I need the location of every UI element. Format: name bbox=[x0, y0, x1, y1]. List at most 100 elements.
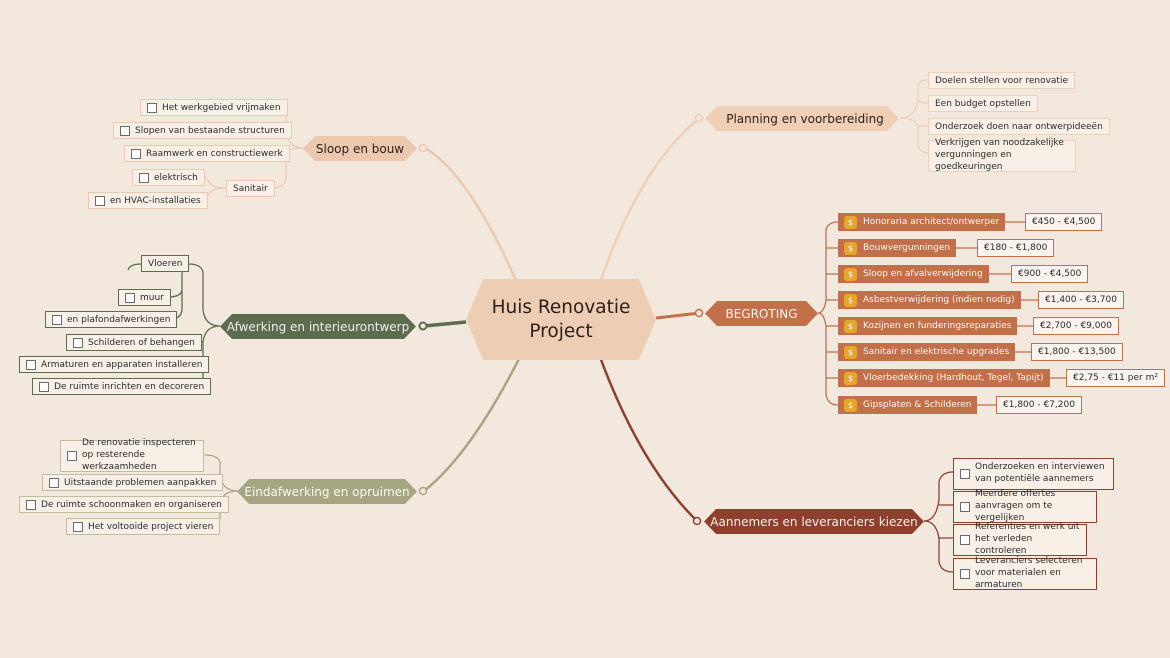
item-label: en plafondafwerkingen bbox=[67, 314, 171, 325]
budget-item[interactable]: $ Sloop en afvalverwijdering bbox=[838, 265, 989, 283]
budget-item[interactable]: $ Kozijnen en funderingsreparaties bbox=[838, 317, 1018, 335]
item-label: Vloeren bbox=[148, 258, 183, 269]
checkbox-icon[interactable] bbox=[120, 125, 130, 136]
budget-item[interactable]: $Sanitair en elektrische upgrades bbox=[838, 343, 1016, 361]
vloeren-node[interactable]: Vloeren bbox=[141, 255, 190, 272]
checkbox-icon[interactable] bbox=[49, 477, 59, 488]
budget-value[interactable]: €2,700 - €9,000 bbox=[1033, 317, 1119, 335]
sanitair-task[interactable]: elektrisch bbox=[132, 169, 205, 186]
branch-aannemers[interactable]: Aannemers en leveranciers kiezen bbox=[704, 509, 924, 534]
checkbox-icon[interactable] bbox=[960, 569, 970, 579]
branch-title: Eindafwerking en opruimen bbox=[244, 484, 410, 499]
afwerking-task[interactable]: muur bbox=[118, 289, 171, 306]
budget-value[interactable]: €1,800 - €7,200 bbox=[996, 396, 1082, 414]
item-label: Referenties en werk uit het verleden con… bbox=[975, 522, 1080, 556]
checkbox-icon[interactable] bbox=[960, 535, 970, 545]
item-label: Onderzoeken en interviewen van potentiël… bbox=[975, 462, 1105, 484]
item-label: Honoraria architect/ontwerper bbox=[863, 217, 1000, 227]
checkbox-icon[interactable] bbox=[73, 521, 83, 532]
item-label: Armaturen en apparaten installeren bbox=[41, 359, 203, 370]
checkbox-icon[interactable] bbox=[125, 292, 135, 303]
item-label: Schilderen of behangen bbox=[88, 337, 195, 348]
eind-task[interactable]: Het voltooide project vieren bbox=[66, 518, 221, 535]
checkbox-icon[interactable] bbox=[73, 337, 83, 348]
branch-afwerking[interactable]: Afwerking en interieurontwerp bbox=[220, 314, 416, 339]
eind-task[interactable]: De ruimte schoonmaken en organiseren bbox=[19, 496, 229, 513]
money-bag-icon: $ bbox=[844, 371, 857, 385]
budget-value[interactable]: €1,400 - €3,700 bbox=[1038, 291, 1124, 309]
sloop-task[interactable]: Slopen van bestaande structuren bbox=[113, 122, 292, 139]
eind-task[interactable]: Uitstaande problemen aanpakken bbox=[42, 474, 224, 491]
afwerking-task[interactable]: De ruimte inrichten en decoreren bbox=[32, 378, 212, 395]
item-label: Kozijnen en funderingsreparaties bbox=[863, 321, 1012, 331]
item-label: Een budget opstellen bbox=[935, 98, 1031, 109]
budget-value[interactable]: €900 - €4,500 bbox=[1011, 265, 1089, 283]
value-label: €450 - €4,500 bbox=[1032, 217, 1096, 227]
value-label: €1,800 - €7,200 bbox=[1003, 400, 1075, 410]
item-label: muur bbox=[140, 292, 164, 303]
item-label: Gipsplaten & Schilderen bbox=[863, 400, 972, 410]
branch-title: Afwerking en interieurontwerp bbox=[226, 319, 410, 334]
afwerking-task[interactable]: en plafondafwerkingen bbox=[45, 311, 178, 328]
branch-title: Aannemers en leveranciers kiezen bbox=[710, 514, 918, 529]
budget-value[interactable]: €2,75 - €11 per m² bbox=[1066, 369, 1165, 387]
aannemers-task[interactable]: Referenties en werk uit het verleden con… bbox=[953, 522, 1087, 556]
item-label: Raamwerk en constructiewerk bbox=[146, 148, 283, 159]
checkbox-icon[interactable] bbox=[960, 469, 970, 479]
value-label: €2,75 - €11 per m² bbox=[1073, 373, 1158, 383]
checkbox-icon[interactable] bbox=[147, 102, 157, 113]
planning-item[interactable]: Verkrijgen van noodzakelijke vergunninge… bbox=[928, 138, 1076, 172]
checkbox-icon[interactable] bbox=[26, 359, 36, 370]
branch-begroting[interactable]: BEGROTING bbox=[705, 301, 818, 326]
money-bag-icon: $ bbox=[844, 293, 857, 307]
branch-eindafwerking[interactable]: Eindafwerking en opruimen bbox=[237, 479, 417, 504]
item-label: Sanitair bbox=[233, 183, 268, 194]
item-label: Doelen stellen voor renovatie bbox=[935, 75, 1068, 86]
planning-item[interactable]: Een budget opstellen bbox=[928, 95, 1038, 112]
sanitair-task[interactable]: en HVAC-installaties bbox=[88, 192, 208, 209]
money-bag-icon: $ bbox=[844, 215, 857, 229]
checkbox-icon[interactable] bbox=[26, 499, 36, 510]
money-bag-icon: $ bbox=[844, 267, 857, 281]
eind-task[interactable]: De renovatie inspecteren op resterende w… bbox=[60, 438, 204, 472]
item-label: De renovatie inspecteren op resterende w… bbox=[82, 438, 196, 472]
sloop-task[interactable]: Raamwerk en constructiewerk bbox=[124, 145, 290, 162]
checkbox-icon[interactable] bbox=[52, 314, 62, 325]
checkbox-icon[interactable] bbox=[131, 148, 141, 159]
budget-item[interactable]: $Vloerbedekking (Hardhout, Tegel, Tapijt… bbox=[838, 369, 1050, 387]
budget-value[interactable]: €450 - €4,500 bbox=[1025, 213, 1103, 231]
planning-item[interactable]: Onderzoek doen naar ontwerpideeën bbox=[928, 118, 1110, 135]
value-label: €1,400 - €3,700 bbox=[1045, 295, 1117, 305]
branch-planning[interactable]: Planning en voorbereiding bbox=[705, 106, 899, 131]
budget-item[interactable]: $ Honoraria architect/ontwerper bbox=[838, 213, 1006, 231]
value-label: €900 - €4,500 bbox=[1018, 269, 1082, 279]
money-bag-icon: $ bbox=[844, 398, 857, 412]
aannemers-task[interactable]: Meerdere offertes aanvragen om te vergel… bbox=[953, 489, 1097, 523]
item-label: Het werkgebied vrijmaken bbox=[162, 102, 281, 113]
checkbox-icon[interactable] bbox=[95, 195, 105, 206]
sloop-task[interactable]: Het werkgebied vrijmaken bbox=[140, 99, 288, 116]
budget-value[interactable]: €180 - €1,800 bbox=[977, 239, 1055, 257]
sanitair-node[interactable]: Sanitair bbox=[226, 180, 275, 197]
budget-value[interactable]: €1,800 - €13,500 bbox=[1031, 343, 1123, 361]
item-label: en HVAC-installaties bbox=[110, 195, 201, 206]
branch-sloop-en-bouw[interactable]: Sloop en bouw bbox=[303, 136, 417, 161]
item-label: Sloop en afvalverwijdering bbox=[863, 269, 983, 279]
item-label: Leveranciers selecteren voor materialen … bbox=[975, 556, 1083, 590]
checkbox-icon[interactable] bbox=[39, 381, 49, 392]
central-topic[interactable]: Huis Renovatie Project bbox=[466, 279, 656, 360]
central-topic-title: Huis Renovatie Project bbox=[491, 297, 631, 342]
item-label: Meerdere offertes aanvragen om te vergel… bbox=[975, 489, 1056, 523]
afwerking-task[interactable]: Armaturen en apparaten installeren bbox=[19, 356, 210, 373]
planning-item[interactable]: Doelen stellen voor renovatie bbox=[928, 72, 1075, 89]
checkbox-icon[interactable] bbox=[139, 172, 149, 183]
afwerking-task[interactable]: Schilderen of behangen bbox=[66, 334, 202, 351]
budget-item[interactable]: $Bouwvergunningen bbox=[838, 239, 957, 257]
budget-item[interactable]: $ Gipsplaten & Schilderen bbox=[838, 396, 978, 414]
aannemers-task[interactable]: Leveranciers selecteren voor materialen … bbox=[953, 556, 1097, 590]
money-bag-icon: $ bbox=[844, 319, 857, 333]
checkbox-icon[interactable] bbox=[960, 502, 970, 512]
budget-item[interactable]: $Asbestverwijdering (indien nodig) bbox=[838, 291, 1021, 309]
checkbox-icon[interactable] bbox=[67, 451, 77, 461]
aannemers-task[interactable]: Onderzoeken en interviewen van potentiël… bbox=[953, 458, 1114, 490]
